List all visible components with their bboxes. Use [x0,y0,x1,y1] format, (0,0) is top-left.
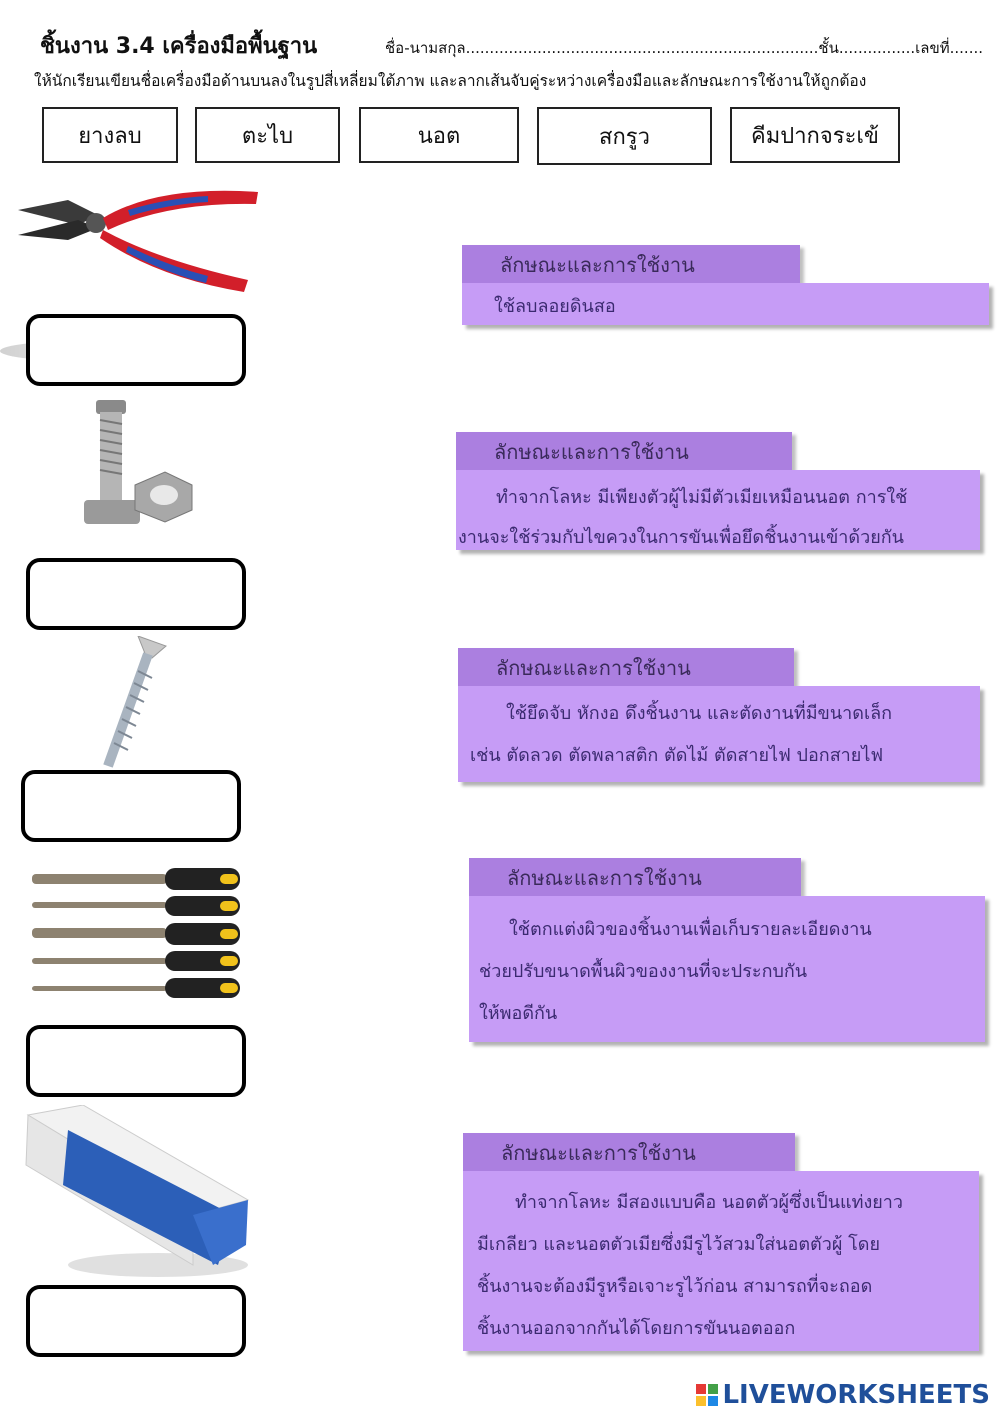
card-header: ลักษณะและการใช้งาน [462,245,800,283]
card-line: ทำจากโลหะ มีเพียงตัวผู้ไม่มีตัวเมียเหมือ… [496,487,908,508]
card-line: ใช้ลบลอยดินสอ [494,296,616,317]
word-bank-item[interactable]: ยางลบ [42,107,178,163]
answer-box[interactable] [26,1285,246,1357]
card-line: งานจะใช้ร่วมกับไขควงในการขันเพื่อยึดชิ้น… [458,527,904,548]
student-name-field: ชื่อ-นามสกุล............................… [385,39,983,57]
answer-box[interactable] [26,314,246,386]
card-line: ชิ้นงานออกจากกันได้โดยการขันนอตออก [477,1318,796,1339]
word-bank-item[interactable]: สกรูว [537,107,712,165]
liveworksheets-logo-icon [696,1384,719,1406]
card-line: ชิ้นงานจะต้องมีรูหรือเจาะรูไว้ก่อน สามาร… [477,1276,873,1297]
card-body: ใช้ยึดจับ หักงอ ดึงชิ้นงาน และตัดงานที่ม… [458,686,980,782]
card-line: ช่วยปรับขนาดพื้นผิวของงานที่จะประกบกัน [479,961,808,982]
page-title: ชิ้นงาน 3.4 เครื่องมือพื้นฐาน [40,34,318,59]
card-body: ทำจากโลหะ มีสองแบบคือ นอตตัวผู้ซึ่งเป็นแ… [463,1171,979,1351]
screw-icon [103,636,167,768]
word-bank-item[interactable]: ตะไบ [195,107,340,163]
answer-box[interactable] [26,1025,246,1097]
eraser-icon [25,1105,250,1277]
card-line: ใช้ตกแต่งผิวของชิ้นงานเพื่อเก็บรายละเอีย… [509,919,872,940]
brand-logo: LIVEWORKSHEETS [696,1380,990,1410]
card-header: ลักษณะและการใช้งาน [463,1133,795,1171]
card-header: ลักษณะและการใช้งาน [469,858,801,896]
instructions: ให้นักเรียนเขียนชื่อเครื่องมือด้านบนลงใน… [34,72,867,90]
brand-name: LIVEWORKSHEETS [722,1380,990,1410]
answer-box[interactable] [21,770,241,842]
answer-box[interactable] [26,558,246,630]
card-body: ใช้ลบลอยดินสอ [462,283,989,325]
bolt-nut-icon [84,400,193,524]
card-line: เช่น ตัดลวด ตัดพลาสติก ตัดไม้ ตัดสายไฟ ป… [470,745,884,766]
pliers-icon [18,190,258,292]
card-line: ให้พอดีกัน [479,1003,558,1024]
card-line: มีเกลียว และนอตตัวเมียซึ่งมีรูไว้สวมใส่น… [477,1234,880,1255]
card-line: ใช้ยึดจับ หักงอ ดึงชิ้นงาน และตัดงานที่ม… [506,703,893,724]
card-header: ลักษณะและการใช้งาน [456,432,792,470]
files-icon [32,868,240,998]
card-body: ใช้ตกแต่งผิวของชิ้นงานเพื่อเก็บรายละเอีย… [469,896,985,1042]
card-header: ลักษณะและการใช้งาน [458,648,794,686]
card-body: ทำจากโลหะ มีเพียงตัวผู้ไม่มีตัวเมียเหมือ… [456,470,980,550]
word-bank-item[interactable]: คีมปากจระเข้ [730,107,900,163]
word-bank-item[interactable]: นอต [359,107,519,163]
card-line: ทำจากโลหะ มีสองแบบคือ นอตตัวผู้ซึ่งเป็นแ… [515,1192,904,1213]
